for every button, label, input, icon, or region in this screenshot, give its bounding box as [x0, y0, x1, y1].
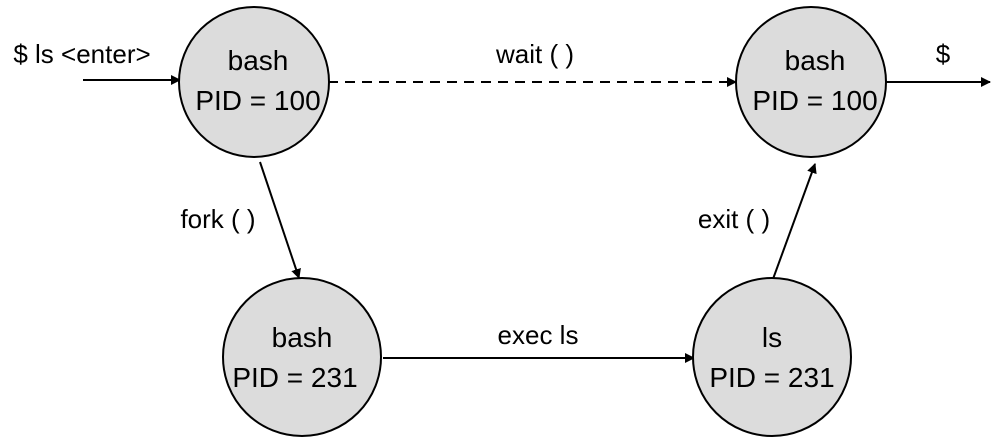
input-label: $ ls <enter> — [13, 39, 150, 69]
node-child-exec-pid: PID = 231 — [709, 362, 834, 393]
node-parent-end-name: bash — [785, 45, 846, 76]
exit-arrow — [772, 163, 817, 280]
node-parent-start: bash PID = 100 — [178, 6, 330, 158]
node-parent-start-pid: PID = 100 — [195, 85, 320, 116]
fork-label: fork ( ) — [180, 204, 255, 234]
output-label: $ — [936, 39, 951, 69]
exit-label: exit ( ) — [698, 204, 770, 234]
wait-label: wait ( ) — [495, 39, 574, 69]
node-parent-end: bash PID = 100 — [735, 6, 887, 158]
node-parent-start-name: bash — [228, 45, 289, 76]
exec-label: exec ls — [498, 320, 579, 350]
node-child-fork-name: bash — [272, 322, 333, 353]
fork-arrow — [259, 161, 301, 279]
node-child-exec: ls PID = 231 — [692, 277, 852, 437]
node-parent-end-pid: PID = 100 — [752, 85, 877, 116]
node-child-fork: bash PID = 231 — [222, 277, 382, 437]
node-child-fork-pid: PID = 231 — [232, 362, 357, 393]
node-child-exec-name: ls — [762, 322, 782, 353]
